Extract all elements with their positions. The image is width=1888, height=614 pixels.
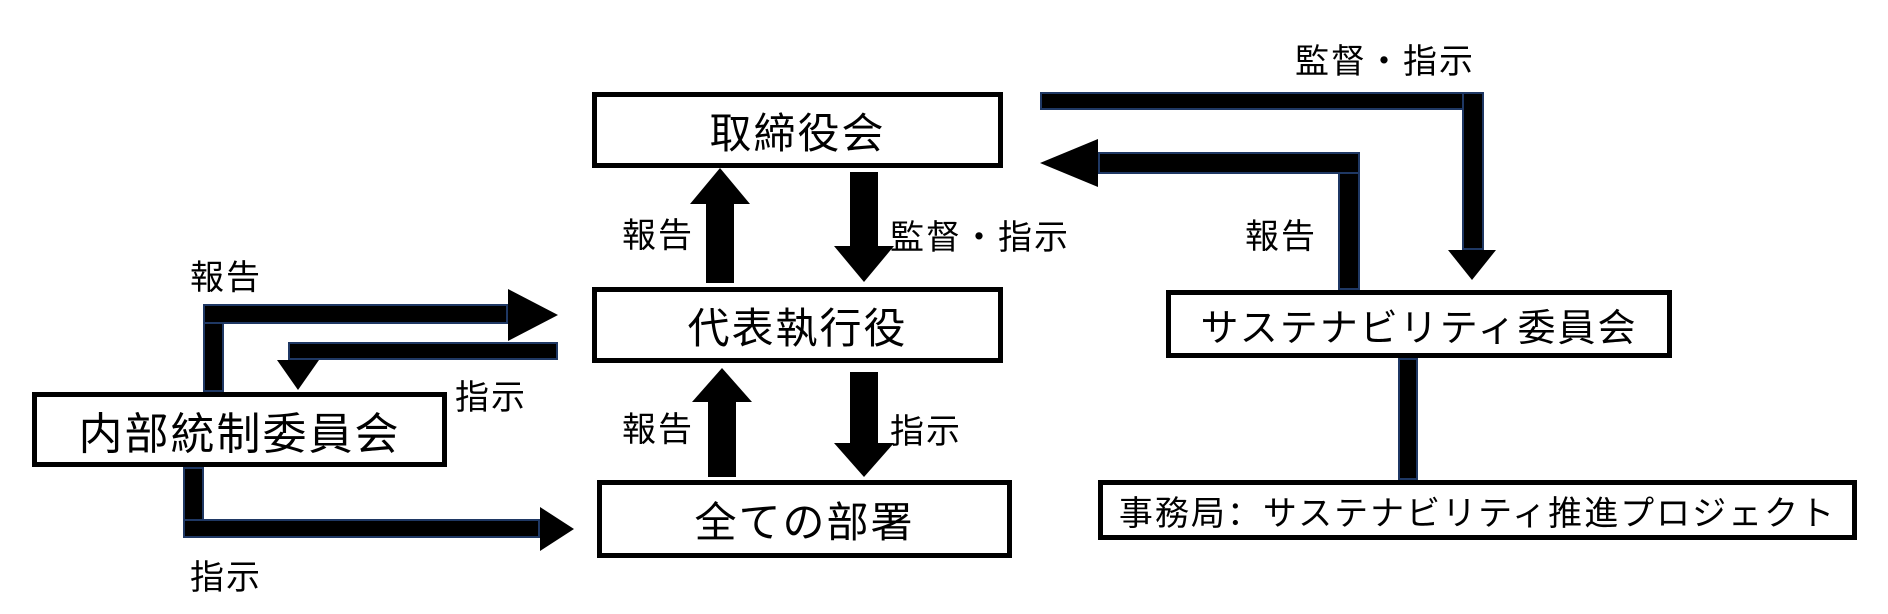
arrowhead-down-icon <box>277 360 319 390</box>
arrow-shaft <box>1040 92 1484 110</box>
arrowhead-down-icon <box>834 246 894 282</box>
arrowhead-up-icon <box>690 168 750 204</box>
edge-label-instruct-ceo-to-departments: 指示 <box>890 413 962 451</box>
arrow-shaft <box>708 400 736 477</box>
node-ceo: 代表執行役 <box>592 287 1003 363</box>
edge-label-supervise-board-to-ceo: 監督・指示 <box>890 219 1070 257</box>
node-ceo-label: 代表執行役 <box>687 304 908 352</box>
node-sustainability: サステナビリティ委員会 <box>1166 290 1672 358</box>
node-sustainability-label: サステナビリティ委員会 <box>1200 307 1638 350</box>
edge-label-instruct-ceo-to-internal: 指示 <box>455 379 527 417</box>
edge-label-report-internal-to-ceo: 報告 <box>190 259 262 297</box>
edge-label-supervise-board-to-sustainability: 監督・指示 <box>1295 43 1475 81</box>
arrowhead-up-icon <box>692 368 752 402</box>
node-departments-label: 全ての部署 <box>694 498 915 546</box>
arrow-elbow-vertical <box>1462 92 1484 250</box>
edge-label-report-departments-to-ceo: 報告 <box>622 411 694 449</box>
arrow-shaft <box>288 342 558 360</box>
arrowhead-right-icon <box>508 289 558 341</box>
node-board-label: 取締役会 <box>709 109 886 157</box>
arrowhead-down-icon <box>1448 250 1496 280</box>
node-secretariat-label: 事務局：サステナビリティ推進プロジェクト <box>1118 494 1837 533</box>
arrow-shaft <box>183 519 540 538</box>
node-internal-control: 内部統制委員会 <box>32 392 447 467</box>
node-internal-control-label: 内部統制委員会 <box>78 409 401 459</box>
arrow-shaft <box>706 200 734 283</box>
edge-label-report-ceo-to-board: 報告 <box>622 217 694 255</box>
edge-label-instruct-internal-to-departments: 指示 <box>190 559 262 597</box>
arrow-shaft <box>1098 152 1360 174</box>
arrow-shaft <box>850 172 878 248</box>
arrow-shaft <box>850 372 878 445</box>
connector-line <box>1398 358 1418 480</box>
edge-label-report-sustainability-to-board: 報告 <box>1245 218 1317 256</box>
arrow-shaft <box>203 304 508 324</box>
node-departments: 全ての部署 <box>597 480 1012 558</box>
arrowhead-down-icon <box>834 443 894 477</box>
arrowhead-right-icon <box>540 507 574 551</box>
arrowhead-left-icon <box>1040 139 1098 187</box>
node-board: 取締役会 <box>592 92 1003 168</box>
node-secretariat: 事務局：サステナビリティ推進プロジェクト <box>1098 480 1857 540</box>
arrow-elbow-vertical <box>1338 162 1360 290</box>
